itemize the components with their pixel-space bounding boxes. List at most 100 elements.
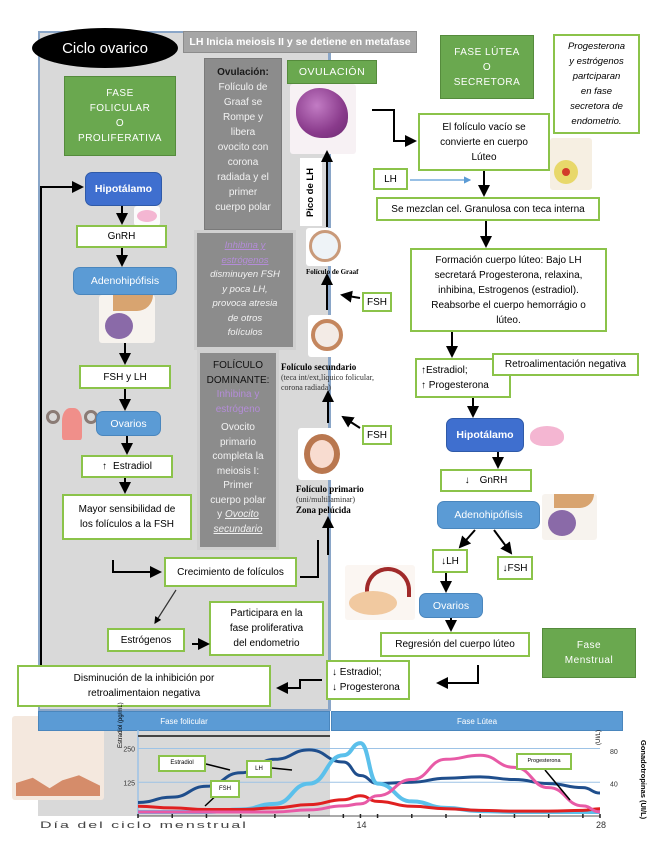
inhibina-link[interactable]: Inhibina y: [224, 240, 266, 251]
hypothalamus-node: Hipotálamo: [85, 172, 162, 206]
inhibina-link[interactable]: estrógenos: [221, 254, 269, 266]
note-line: Progesterona: [567, 41, 626, 52]
pituitary-shape: [105, 313, 133, 339]
text-line: radiada y el: [217, 172, 269, 183]
dominant-follicle-description: FOLÍCULO DOMINANTE: Inhibina y estrógeno…: [197, 350, 279, 550]
luteum-regression-node: Regresión del cuerpo lúteo: [380, 632, 530, 657]
text-line: Participara en la: [230, 608, 303, 619]
annotation-label: FSH: [210, 780, 240, 798]
graaf-follicle-image: [306, 228, 346, 266]
phase-luteal-box: FASE LÚTEA O SECRETORA: [440, 35, 534, 99]
gnrh-node: GnRH: [76, 225, 167, 248]
pituitary-stalk: [113, 295, 153, 311]
up-arrow-icon: ↑: [421, 365, 426, 376]
node-label: LH: [446, 555, 459, 567]
secondary-follicle-desc: (teca int/ext,líquico folicular,: [281, 373, 374, 382]
luteum-formation-node: Formación cuerpo lúteo: Bajo LH secretar…: [410, 248, 607, 332]
y-tick-label-right: 40: [610, 782, 618, 789]
phase-bar-luteal: Fase Lútea: [331, 711, 623, 731]
ovaries-node-right: Ovarios: [419, 593, 483, 618]
text-line: Graaf se: [223, 97, 263, 108]
primary-follicle-image: [298, 428, 346, 480]
arrow: [276, 679, 322, 694]
ovulation-heading: Ovulación:: [217, 67, 269, 78]
x-axis-label: Día del ciclo menstrual: [40, 820, 248, 831]
annotation-lh: LH: [246, 760, 272, 778]
text-line: primer: [228, 187, 258, 198]
arrow: [372, 109, 417, 147]
heading-line: DOMINANTE:: [206, 374, 270, 386]
text-line: Progesterona: [339, 682, 400, 693]
adenohypophysis-node-right: Adenohipófisis: [437, 501, 540, 529]
arrow: [300, 540, 319, 578]
x-tick-label-28: 28: [596, 820, 606, 830]
feedback-loop-arrow: [40, 181, 84, 665]
text-line: El folículo vacío se: [442, 121, 526, 133]
up-arrow-icon: ↑: [421, 380, 426, 391]
text-line: cuerpo polar: [215, 202, 271, 213]
secondary-follicle-title: Folículo secundario: [281, 362, 357, 372]
ovary-left: [46, 410, 60, 424]
gnrh-down-node: ↓ GnRH: [440, 469, 532, 492]
text-line: Rompe y: [222, 112, 263, 123]
phase-line: PROLIFERATIVA: [78, 133, 162, 144]
secondary-follicle-desc: corona radiada): [281, 383, 331, 392]
phase-line: SECRETORA: [453, 76, 521, 88]
down-arrow-icon: ↓: [464, 475, 470, 486]
estradiol-up-node: ↑ Estradiol: [81, 455, 173, 478]
text-line: Lúteo: [471, 151, 497, 163]
y-axis-left-label: Estradiol (pg/mL): [118, 702, 124, 748]
phase-menstrual-box: Fase Menstrual: [542, 628, 636, 678]
note-line: en fase: [580, 86, 613, 97]
fsh-label: FSH: [362, 425, 392, 445]
text-line: Ovocito: [221, 422, 255, 433]
text-line: corona: [227, 157, 259, 168]
diagram-title: Ciclo ovarico: [32, 28, 178, 68]
annotation-progesterona: Progesterona: [516, 753, 572, 770]
x-tick-label-14: 14: [356, 820, 366, 830]
ovocito-link[interactable]: Ovocito: [224, 509, 259, 520]
lh-down-node: ↓LH: [432, 549, 468, 573]
ovulation-description: Ovulación: Folículo de Graaf se Rompe y …: [204, 58, 282, 230]
arrow: [154, 589, 177, 625]
text-line: completa la: [212, 451, 264, 462]
ovocito-link[interactable]: secundario: [213, 523, 263, 535]
text-line: Progesterona: [428, 380, 489, 391]
panel-divider: [329, 31, 331, 711]
lh-input-node: LH: [373, 168, 408, 190]
node-label: GnRH: [479, 475, 508, 486]
meiosis-banner: LH Inicia meiosis II y se detiene en met…: [183, 31, 417, 53]
series-line-progesterona: [138, 753, 601, 814]
corpus-luteum-image: [550, 138, 592, 190]
phase-bar-follicular: Fase folicular: [38, 711, 330, 731]
brain-shape: [137, 210, 157, 222]
follicle-circle: [304, 434, 340, 474]
text-line: lúteo.: [496, 314, 521, 326]
y-axis-right-label: Gonadotropinas (UI/L): [639, 740, 648, 820]
annotation-fsh: FSH: [210, 780, 240, 798]
text-line: del endometrio: [233, 638, 300, 649]
text-line: Reabsorbe el cuerpo hemorrágio o: [431, 299, 586, 311]
text-line: secretará Progesterona, relaxina,: [434, 269, 583, 281]
text-prefix: y: [217, 509, 223, 520]
follicle-growth-node: Crecimiento de folículos: [164, 557, 297, 587]
arrow: [340, 290, 361, 303]
pituitary-image-right: [542, 494, 597, 540]
arrow: [458, 529, 476, 549]
node-label: Estradiol: [113, 461, 152, 472]
text-line: libera: [230, 127, 256, 138]
primary-follicle-desc: (uni/multilaminar): [296, 495, 356, 504]
down-arrow-icon: ↓: [332, 682, 337, 693]
annotation-arrow: [271, 767, 293, 771]
secondary-follicle-image: [308, 315, 346, 357]
hypothalamus-image-right: [528, 422, 568, 448]
y-tick-label: 125: [123, 780, 135, 787]
hypothalamus-image: [134, 206, 160, 226]
text-line: Estradiol;: [339, 667, 382, 678]
heading-line: FOLÍCULO: [212, 360, 263, 371]
series-line-estradiol: [137, 748, 601, 804]
luteum-core: [562, 168, 570, 176]
pituitary-shape: [548, 510, 576, 536]
tube-shape: [365, 567, 411, 597]
